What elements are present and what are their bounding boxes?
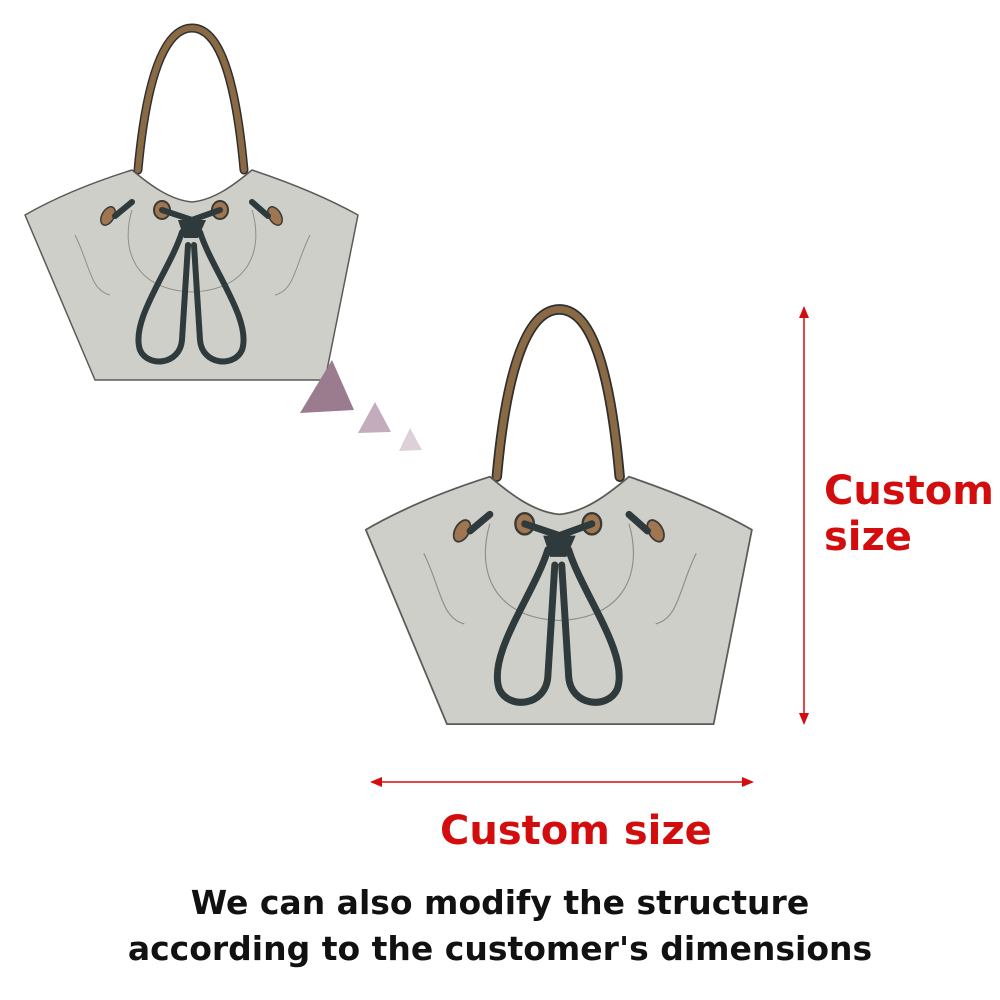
cord-stopper xyxy=(178,220,206,238)
caption-line-2: according to the customer's dimensions xyxy=(127,929,873,968)
height-custom-size-label: Custom size xyxy=(824,468,994,560)
horizontal-dimension-arrow-icon xyxy=(370,777,754,787)
bag-strap xyxy=(491,304,625,483)
bag-illustration-small xyxy=(24,23,359,381)
bag-illustration-large xyxy=(364,304,753,725)
bag-body xyxy=(364,475,753,725)
drawstring-cord xyxy=(112,199,271,365)
caption: We can also modify the structure accordi… xyxy=(0,880,1000,972)
width-custom-size-label: Custom size xyxy=(440,808,712,854)
cord-stopper xyxy=(543,535,576,557)
bag-strap xyxy=(133,23,249,175)
vertical-dimension-arrow-icon xyxy=(799,306,809,725)
caption-line-1: We can also modify the structure xyxy=(190,883,810,922)
bag-body xyxy=(24,169,359,381)
